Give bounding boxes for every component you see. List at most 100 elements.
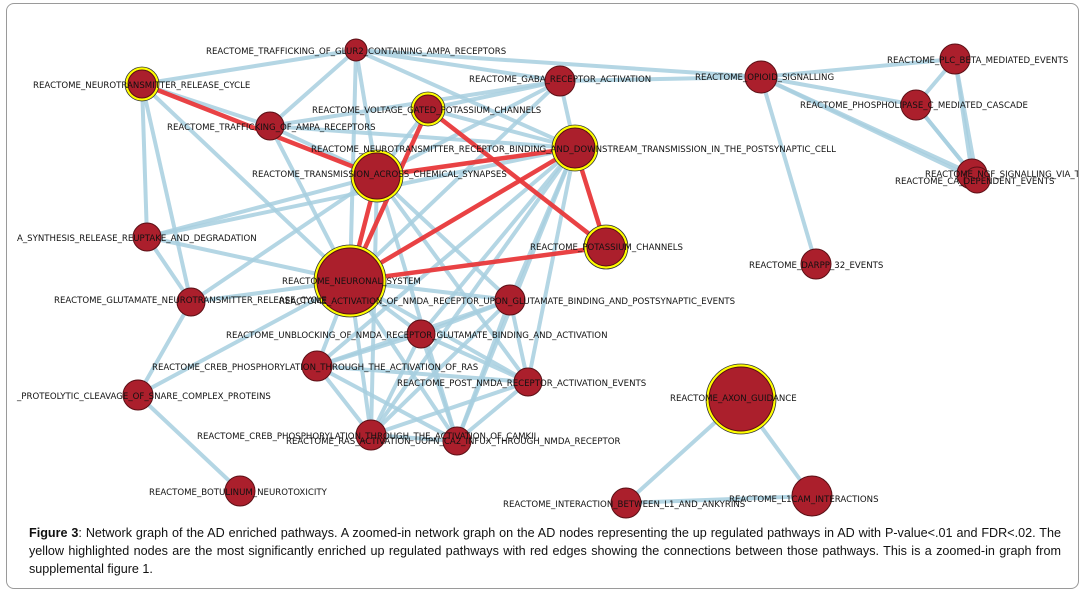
edge-nt_receptor_binding-post_nmda	[526, 146, 577, 384]
edge-trafficking_glur2-trafficking_ampa	[268, 48, 358, 128]
node-voltage_gated_k[interactable]	[413, 94, 443, 124]
node-opioid_signalling[interactable]	[744, 60, 778, 94]
node-trafficking_ampa[interactable]	[255, 111, 285, 141]
edge-nt_receptor_binding-trafficking_glur2	[354, 48, 577, 150]
node-nt_receptor_binding[interactable]	[554, 127, 596, 169]
node-label-potassium_channels: REACTOME_POTASSIUM_CHANNELS	[530, 243, 683, 253]
edge-unblocking_nmda-creb_camkii	[369, 332, 423, 437]
edge-l1_ankyrins-l1cam	[624, 494, 814, 505]
edge-transmission_chemical-post_nmda	[375, 174, 530, 384]
node-l1_ankyrins[interactable]	[610, 487, 642, 519]
edge-opioid_signalling-trafficking_glur2	[354, 48, 763, 79]
edge-creb_ras-ras_activation	[315, 364, 459, 443]
node-label-post_nmda: REACTOME_POST_NMDA_RECEPTOR_ACTIVATION_E…	[397, 379, 646, 389]
node-transmission_chemical[interactable]	[353, 152, 401, 200]
edge-nt_receptor_binding-voltage_gated_k	[426, 107, 577, 150]
edge-opioid_signalling-phospholipase_c	[759, 75, 918, 107]
node-label-nt_release_cycle: REACTOME_NEUROTRANSMITTER_RELEASE_CYCLE	[33, 81, 250, 91]
node-creb_ras[interactable]	[301, 350, 333, 382]
caption-text: : Network graph of the AD enriched pathw…	[29, 526, 1061, 576]
node-label-nge_signalling: REACTOME_NGF_SIGNALLING_VIA_TRKA_FROM_TH…	[925, 170, 1078, 180]
node-post_nmda[interactable]	[513, 367, 543, 397]
network-graph: REACTOME_TRAFFICKING_OF_GLUR2_CONTAINING…	[16, 38, 1078, 519]
node-label-voltage_gated_k: REACTOME_VOLTAGE_GATED_POTASSIUM_CHANNEL…	[312, 106, 541, 116]
node-label-trafficking_glur2: REACTOME_TRAFFICKING_OF_GLUR2_CONTAINING…	[206, 47, 506, 57]
node-label-botulinum: REACTOME_BOTULINUM_NEUROTOXICITY	[149, 488, 328, 498]
node-label-neuronal_system: REACTOME_NEURONAL_SYSTEM	[282, 277, 421, 287]
edge-snare-botulinum	[136, 393, 242, 493]
node-label-transmission_chemical: REACTOME_TRANSMISSION_ACROSS_CHEMICAL_SY…	[252, 170, 507, 180]
highlight-edge-neuronal_system-nt_receptor_binding	[347, 145, 578, 284]
node-potassium_channels[interactable]	[586, 227, 626, 267]
node-label-glutamate_release: REACTOME_GLUTAMATE_NEUROTRANSMITTER_RELE…	[54, 296, 327, 306]
node-plc_beta[interactable]	[939, 43, 971, 75]
node-creb_camkii[interactable]	[355, 419, 387, 451]
edge-unblocking_nmda-creb_ras	[315, 332, 423, 368]
node-l1cam[interactable]	[791, 475, 833, 517]
figure-label: Figure 3	[29, 526, 79, 540]
highlight-edge-neuronal_system-potassium_channels	[347, 244, 609, 284]
node-label-l1cam: REACTOME_L1CAM_INTERACTIONS	[729, 495, 879, 505]
node-label-ras_activation: REACTOME_RAS_ACTIVATION_UOPN_CA2_INFUX_T…	[286, 437, 621, 447]
figure-caption: Figure 3: Network graph of the AD enrich…	[29, 524, 1061, 578]
figure-frame: REACTOME_TRAFFICKING_OF_GLUR2_CONTAINING…	[6, 3, 1079, 589]
node-label-creb_camkii: REACTOME_CREB_PHOSPHORYLATION_THROUGH_TH…	[197, 432, 536, 442]
highlight-edge-transmission_chemical-nt_receptor_binding	[374, 145, 578, 179]
edge-gaba_receptor_activation-opioid_signalling	[558, 75, 763, 83]
edge-activation_nmda-ras_activation	[455, 298, 512, 443]
edge-neuronal_system-snare	[136, 279, 352, 397]
edge-opioid_signalling-plc_beta	[759, 57, 957, 79]
node-label-phospholipase_c: REACTOME_PHOSPHOLIPASE_C_MEDIATED_CASCAD…	[800, 101, 1028, 111]
node-axon_guidance[interactable]	[708, 366, 774, 432]
node-label-creb_ras: REACTOME_CREB_PHOSPHORYLATION_THROUGH_TH…	[152, 363, 478, 373]
node-label-gaba_receptor_activation: REACTOME_GABA_RECEPTOR_ACTIVATION	[469, 75, 651, 85]
node-label-gaba_synthesis: A_SYNTHESIS_RELEASE_REUPTAKE_AND_DEGRADA…	[17, 234, 257, 244]
node-botulinum[interactable]	[224, 475, 256, 507]
edge-gaba_receptor_activation-trafficking_glur2	[354, 48, 562, 83]
edge-nt_release_cycle-glutamate_release	[140, 82, 193, 304]
node-label-plc_beta: REACTOME_PLC_BETA_MEDIATED_EVENTS	[887, 56, 1068, 66]
node-neuronal_system[interactable]	[316, 247, 384, 315]
edge-unblocking_nmda-ras_activation	[419, 332, 459, 443]
edge-nt_release_cycle-gaba_synthesis	[140, 82, 149, 239]
nodes-layer	[122, 38, 991, 519]
edge-transmission_chemical-activation_nmda	[375, 174, 512, 302]
edge-activation_nmda-creb_camkii	[369, 298, 512, 437]
edge-post_nmda-creb_camkii	[369, 380, 530, 437]
node-label-trafficking_ampa: REACTOME_TRAFFICKING_OF_AMPA_RECEPTORS	[167, 123, 376, 133]
edge-post_nmda-ras_activation	[455, 380, 530, 443]
highlight-edge-voltage_gated_k-potassium_channels	[425, 106, 609, 250]
node-darpp32[interactable]	[800, 248, 832, 280]
edge-nt_receptor_binding-creb_ras	[315, 146, 577, 368]
node-activation_nmda[interactable]	[494, 284, 526, 316]
node-label-axon_guidance: REACTOME_AXON_GUIDANCE	[670, 394, 797, 404]
node-label-l1_ankyrins: REACTOME_INTERACTION_BETWEEN_L1_AND_ANKY…	[503, 500, 745, 510]
labels-layer: REACTOME_TRAFFICKING_OF_GLUR2_CONTAINING…	[16, 47, 1078, 510]
node-ras_activation[interactable]	[442, 426, 472, 456]
edge-snare-glutamate_release	[136, 300, 193, 397]
node-snare[interactable]	[122, 379, 154, 411]
node-unblocking_nmda[interactable]	[406, 319, 436, 349]
node-nt_release_cycle[interactable]	[127, 69, 157, 99]
node-ca_dependent[interactable]	[963, 166, 991, 194]
edge-transmission_chemical-gaba_receptor_activation	[375, 79, 562, 178]
edge-transmission_chemical-gaba_synthesis	[145, 174, 379, 239]
node-label-darpp32: REACTOME_DARPP_32_EVENTS	[749, 261, 883, 271]
edge-nt_receptor_binding-unblocking_nmda	[419, 146, 577, 336]
node-gaba_synthesis[interactable]	[132, 222, 162, 252]
node-label-ca_dependent: REACTOME_CA_DEPENDENT_EVENTS	[895, 177, 1054, 187]
node-label-opioid_signalling: REACTOME_OPIOID_SIGNALLING	[695, 73, 834, 83]
node-trafficking_glur2[interactable]	[344, 38, 368, 62]
edge-nt_receptor_binding-trafficking_ampa	[268, 124, 577, 150]
node-phospholipase_c[interactable]	[900, 89, 932, 121]
edge-neuronal_system-gaba_receptor_activation	[348, 79, 562, 283]
edge-unblocking_nmda-post_nmda	[419, 332, 530, 384]
node-glutamate_release[interactable]	[176, 287, 206, 317]
node-label-snare: _PROTEOLYTIC_CLEAVAGE_OF_SNARE_COMPLEX_P…	[16, 392, 271, 402]
node-label-unblocking_nmda: REACTOME_UNBLOCKING_OF_NMDA_RECEPTOR_GLU…	[226, 331, 608, 341]
node-gaba_receptor_activation[interactable]	[544, 65, 576, 97]
edge-creb_ras-post_nmda	[315, 364, 530, 384]
edge-opioid_signalling-ca_dependent	[759, 75, 979, 182]
node-label-activation_nmda: REACTOME_ACTIVATION_OF_NMDA_RECEPTOR_UPO…	[279, 297, 735, 307]
node-label-nt_receptor_binding: REACTOME_NEUROTRANSMITTER_RECEPTOR_BINDI…	[311, 145, 836, 155]
